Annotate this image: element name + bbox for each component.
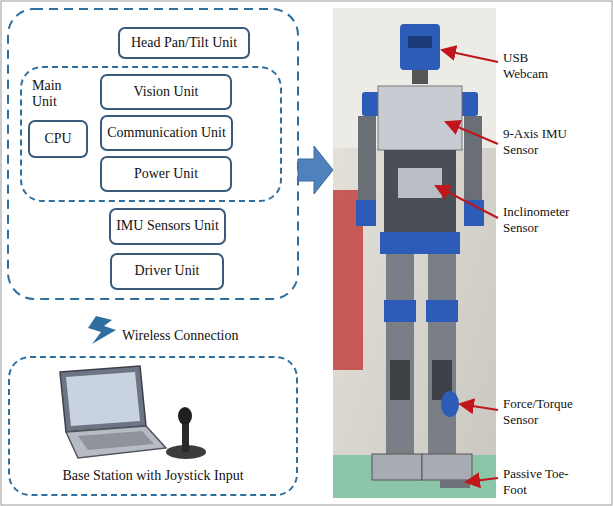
unit-box: Communication Unit xyxy=(100,115,233,151)
part-label: Passive Toe-Foot xyxy=(503,466,583,497)
part-label: Force/Torque Sensor xyxy=(503,396,593,427)
unit-name: IMU Sensors Unit xyxy=(116,218,219,234)
group-name: Base Station with Joystick Input xyxy=(10,468,296,484)
group-name: Main Unit xyxy=(32,78,70,110)
unit-group: Main UnitCPU Vision UnitCommunication Uni… xyxy=(20,66,282,202)
unit-box: IMU Sensors Unit xyxy=(109,208,226,245)
part-label: 9-Axis IMU Sensor xyxy=(503,126,573,157)
joystick-icon xyxy=(166,407,206,459)
link-label: Wireless Connection xyxy=(122,328,282,345)
unit-name: Vision Unit xyxy=(134,84,199,100)
unit-name: Power Unit xyxy=(134,166,198,182)
unit-box: Driver Unit xyxy=(110,253,224,290)
part-label: Inclinometer Sensor xyxy=(503,204,593,235)
unit-box: Power Unit xyxy=(100,156,232,192)
wireless-bolt xyxy=(88,316,116,344)
unit-name: Communication Unit xyxy=(107,125,226,141)
unit-box: Head Pan/Tilt Unit xyxy=(118,27,250,59)
laptop-icon xyxy=(60,366,166,458)
robot-photo xyxy=(333,8,496,498)
unit-name: CPU xyxy=(44,131,71,147)
unit-box: CPU xyxy=(28,120,88,158)
part-label: USB Webcam xyxy=(503,50,573,81)
unit-group: Base Station with Joystick Input xyxy=(8,356,298,496)
unit-name: Driver Unit xyxy=(135,263,200,279)
leader-lines xyxy=(436,50,498,482)
robot-group-outline xyxy=(8,9,298,299)
unit-box: Vision Unit xyxy=(100,74,232,110)
block-arrow xyxy=(298,146,333,194)
unit-name: Head Pan/Tilt Unit xyxy=(131,35,237,51)
